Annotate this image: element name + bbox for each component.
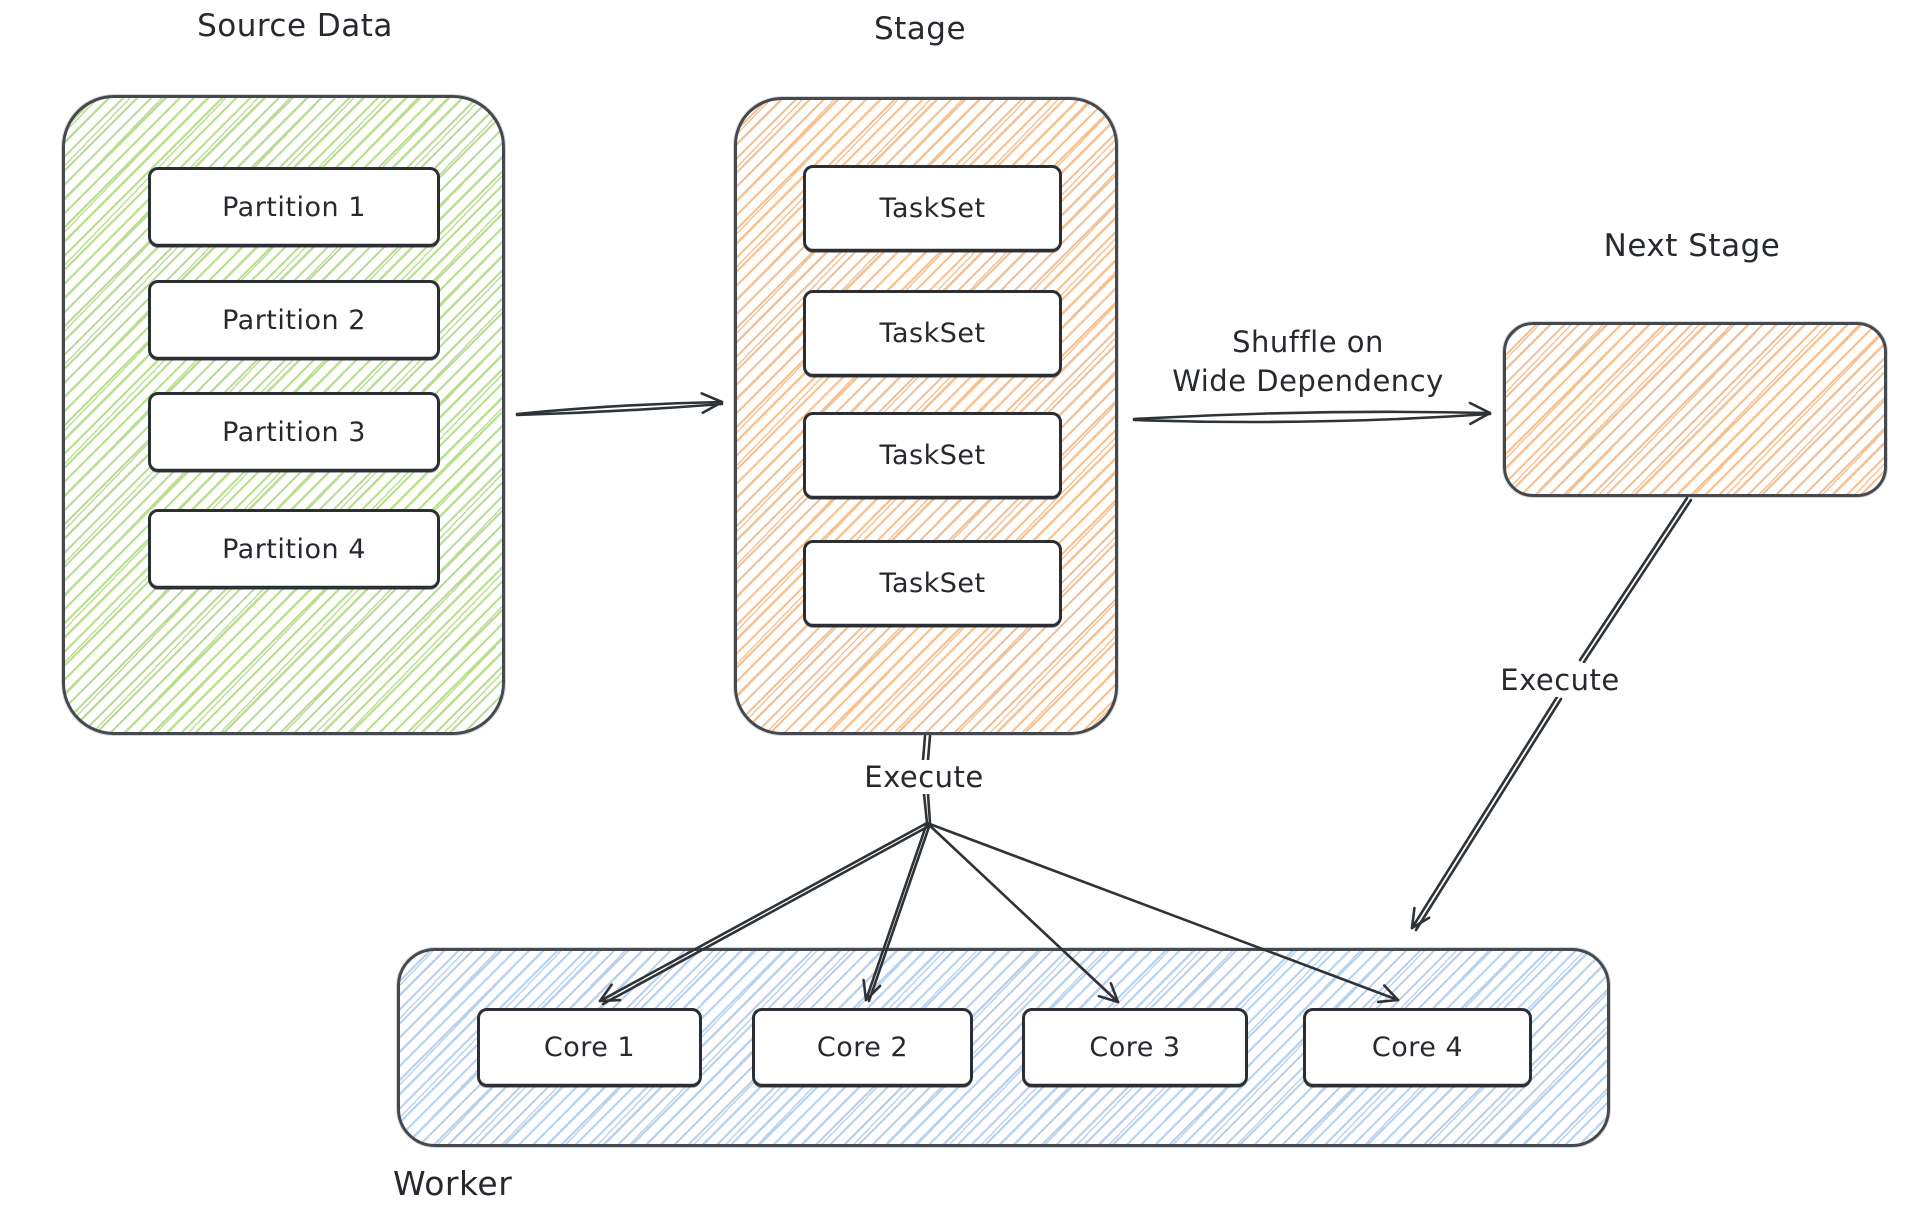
execute-stage-label: Execute <box>860 760 988 794</box>
core-2-label: Core 2 <box>816 1032 909 1063</box>
arrow-execute-to-core-4 <box>925 821 1400 1004</box>
next-stage-title: Next Stage <box>1603 228 1781 264</box>
taskset-2-node: TaskSet <box>803 290 1062 377</box>
taskset-1-node: TaskSet <box>803 165 1062 252</box>
core-2-node: Core 2 <box>752 1008 973 1087</box>
core-3-label: Core 3 <box>1089 1032 1181 1063</box>
taskset-1-label: TaskSet <box>879 193 986 224</box>
partition-2-node: Partition 2 <box>148 280 440 360</box>
connector-stage-execute <box>921 734 932 825</box>
taskset-4-node: TaskSet <box>803 540 1062 627</box>
partition-3-node: Partition 3 <box>148 392 440 472</box>
taskset-2-label: TaskSet <box>879 318 986 349</box>
arrow-execute-to-core-3 <box>925 821 1120 1004</box>
core-4-label: Core 4 <box>1371 1032 1464 1063</box>
worker-title: Worker <box>393 1164 513 1203</box>
partition-1-label: Partition 1 <box>222 191 366 223</box>
partition-3-label: Partition 3 <box>222 416 366 448</box>
arrow-execute-to-core-1 <box>598 821 931 1006</box>
partition-2-label: Partition 2 <box>222 304 366 336</box>
arrow-next-stage-to-worker <box>1410 496 1693 932</box>
core-3-node: Core 3 <box>1022 1008 1248 1087</box>
core-1-label: Core 1 <box>543 1032 636 1063</box>
partition-4-node: Partition 4 <box>148 509 440 589</box>
core-1-node: Core 1 <box>477 1008 702 1087</box>
shuffle-label-line1: Shuffle on <box>1232 325 1384 359</box>
arrow-source-to-stage <box>515 392 724 417</box>
stage-title: Stage <box>873 11 967 47</box>
next-stage-node <box>1503 322 1887 497</box>
taskset-4-label: TaskSet <box>879 568 986 599</box>
source-data-title: Source Data <box>197 8 393 44</box>
taskset-3-label: TaskSet <box>879 440 986 471</box>
arrow-execute-to-core-2 <box>862 821 932 1003</box>
execute-next-stage-label: Execute <box>1496 663 1624 697</box>
arrow-stage-to-next-stage <box>1132 401 1492 426</box>
taskset-3-node: TaskSet <box>803 412 1062 499</box>
partition-4-label: Partition 4 <box>222 533 366 565</box>
shuffle-label-line2: Wide Dependency <box>1172 364 1444 398</box>
partition-1-node: Partition 1 <box>148 167 440 247</box>
core-4-node: Core 4 <box>1303 1008 1532 1087</box>
